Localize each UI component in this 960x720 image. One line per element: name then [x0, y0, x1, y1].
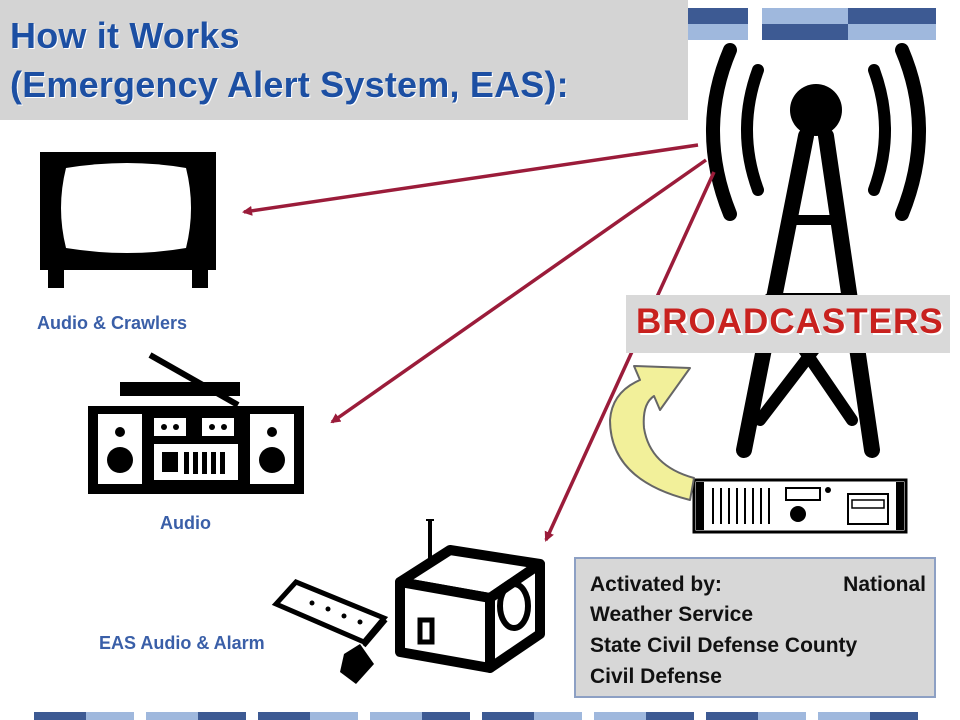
arrow-to-weather-radio — [544, 171, 716, 542]
activation-line-4: Civil Defense — [590, 665, 722, 688]
broadcasters-label: BROADCASTERS — [636, 302, 944, 341]
boombox-icon — [88, 352, 304, 494]
activation-line-1-left: Activated by: — [590, 573, 722, 596]
broadcast-tower-icon — [706, 43, 926, 458]
curved-arrow-icon — [609, 365, 695, 501]
activation-box: Activated by: National Weather Service S… — [574, 557, 936, 698]
activation-line-1-right: National — [843, 573, 926, 596]
broadcasters-badge: BROADCASTERS — [626, 295, 950, 353]
top-decor-bars — [688, 8, 936, 40]
tv-icon — [40, 152, 216, 288]
weather-radio-icon — [395, 519, 545, 673]
weather-radio-label: EAS Audio & Alarm — [99, 633, 265, 653]
title-line-1: How it Works — [10, 15, 240, 56]
bottom-decor-bars — [34, 712, 918, 720]
activation-line-3: State Civil Defense County — [590, 634, 858, 657]
boombox-label: Audio — [160, 513, 211, 533]
title-line-2: (Emergency Alert System, EAS): — [10, 64, 569, 105]
signal-arrows — [242, 143, 716, 542]
title-box: How it Works (Emergency Alert System, EA… — [0, 0, 688, 120]
activation-line-2: Weather Service — [590, 603, 754, 626]
tv-label: Audio & Crawlers — [37, 313, 188, 333]
eas-encoder-icon — [692, 478, 908, 534]
pager-icon — [271, 579, 389, 684]
arrow-to-tv — [242, 143, 699, 216]
arrow-to-boombox — [330, 158, 708, 424]
